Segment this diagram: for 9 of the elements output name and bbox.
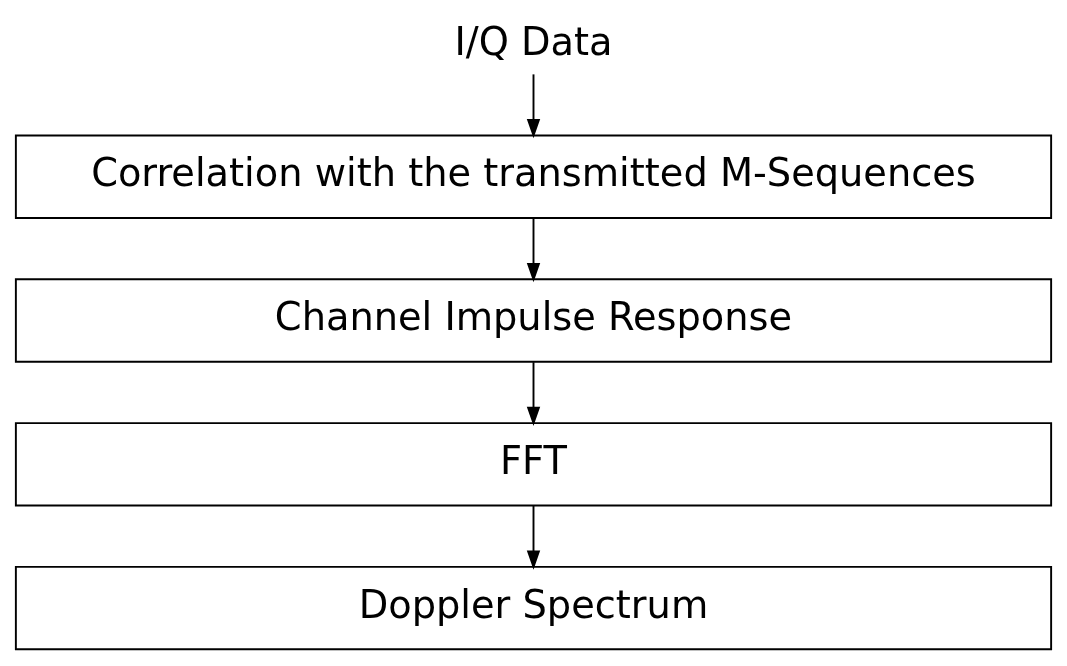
node-box: Doppler Spectrum <box>14 565 1053 651</box>
node-box: Channel Impulse Response <box>14 278 1053 363</box>
node-text: I/Q Data <box>454 19 613 65</box>
arrow <box>526 505 541 570</box>
arrow <box>526 217 541 283</box>
arrow <box>526 73 541 139</box>
node-box: Correlation with the transmitted M-Sequences <box>14 134 1053 219</box>
node-box: FFT <box>14 422 1053 507</box>
arrow <box>526 361 541 426</box>
